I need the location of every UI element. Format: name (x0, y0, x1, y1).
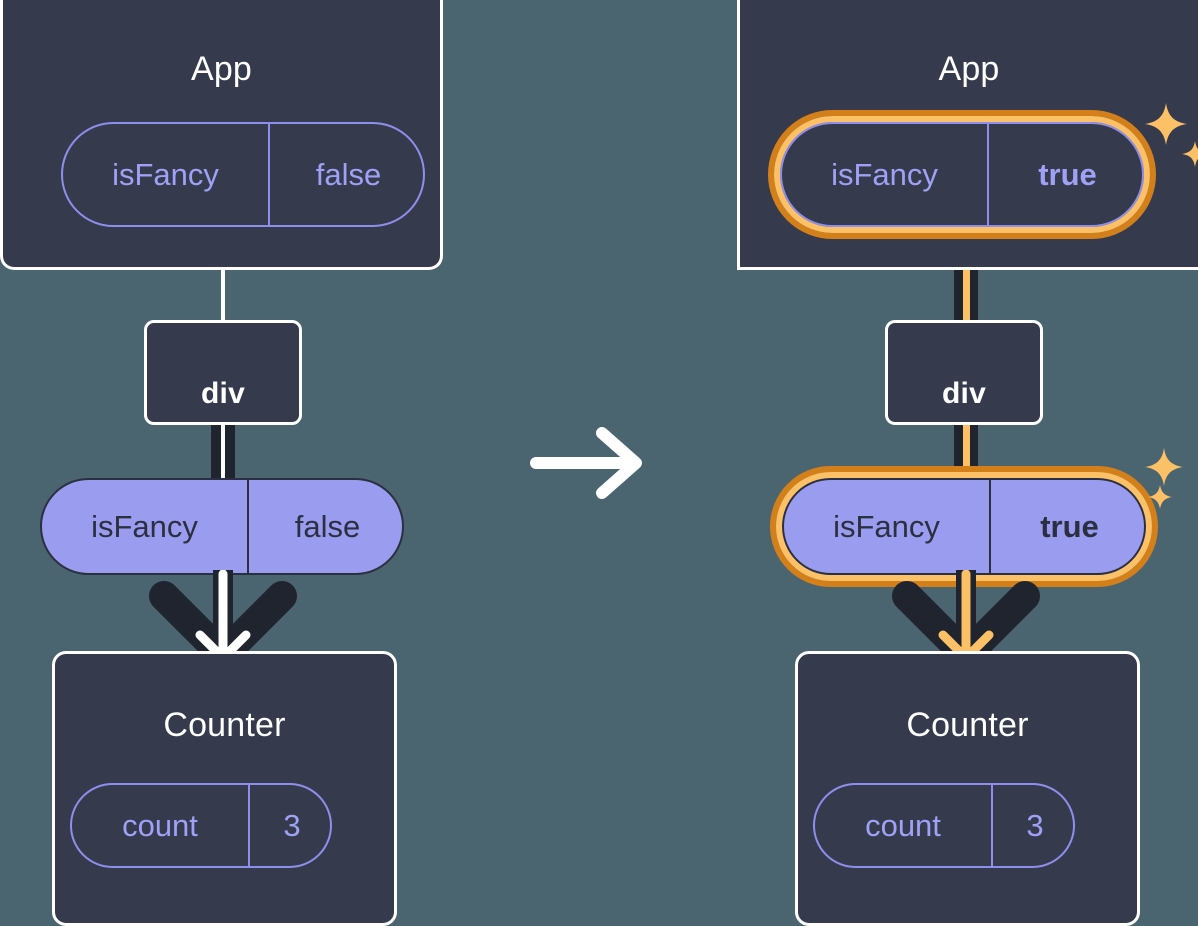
transition-arrow-icon (530, 427, 642, 499)
div-element-box-after: div (885, 320, 1043, 425)
div-title-before: div (201, 377, 245, 410)
counter-state-key-after: count (865, 807, 941, 843)
connector-div-to-props-core-after (963, 425, 970, 481)
app-state-value-after: true (987, 124, 1142, 225)
counter-state-value-before: 3 (248, 785, 330, 866)
app-state-key-before: isFancy (112, 156, 219, 192)
counter-state-pill-after: count 3 (813, 783, 1075, 868)
connector-div-to-props-core-before (221, 425, 225, 481)
counter-state-key-before: count (122, 807, 198, 843)
arrow-props-to-counter-after (892, 570, 1040, 670)
div-title-after: div (942, 377, 986, 410)
app-title-after: App (938, 50, 1000, 88)
before-tree: App isFancy false div isFancy false (0, 0, 443, 926)
sparkle-icon-props-large-after (1145, 448, 1183, 486)
app-component-box-after: App isFancy true (737, 0, 1198, 270)
app-component-box-before: App isFancy false (0, 0, 443, 270)
app-state-pill-after: isFancy true (780, 122, 1144, 227)
props-value-before: false (247, 480, 402, 573)
counter-title-before: Counter (163, 706, 286, 744)
after-tree: App isFancy true div isFancy tru (737, 0, 1198, 926)
counter-title-after: Counter (906, 706, 1029, 744)
props-key-before: isFancy (91, 508, 198, 544)
app-title-before: App (190, 50, 253, 88)
props-pill-after: isFancy true (782, 478, 1146, 575)
connector-app-to-div-core-after (963, 230, 970, 322)
div-element-box-before: div (144, 320, 302, 425)
props-key-after: isFancy (833, 508, 940, 544)
connector-app-to-div-before (221, 270, 225, 322)
counter-state-pill-before: count 3 (70, 783, 332, 868)
app-state-pill-before: isFancy false (61, 122, 425, 227)
props-pill-before: isFancy false (40, 478, 404, 575)
app-state-key-after: isFancy (831, 156, 938, 192)
sparkle-icon-props-small-after (1148, 485, 1172, 509)
sparkle-icon-app-large-after (1145, 103, 1187, 145)
sparkle-icon-app-small-after (1182, 141, 1198, 167)
props-value-after: true (989, 480, 1144, 573)
app-state-value-before: false (268, 124, 423, 225)
counter-state-value-after: 3 (991, 785, 1073, 866)
counter-component-box-before: Counter (52, 651, 397, 926)
